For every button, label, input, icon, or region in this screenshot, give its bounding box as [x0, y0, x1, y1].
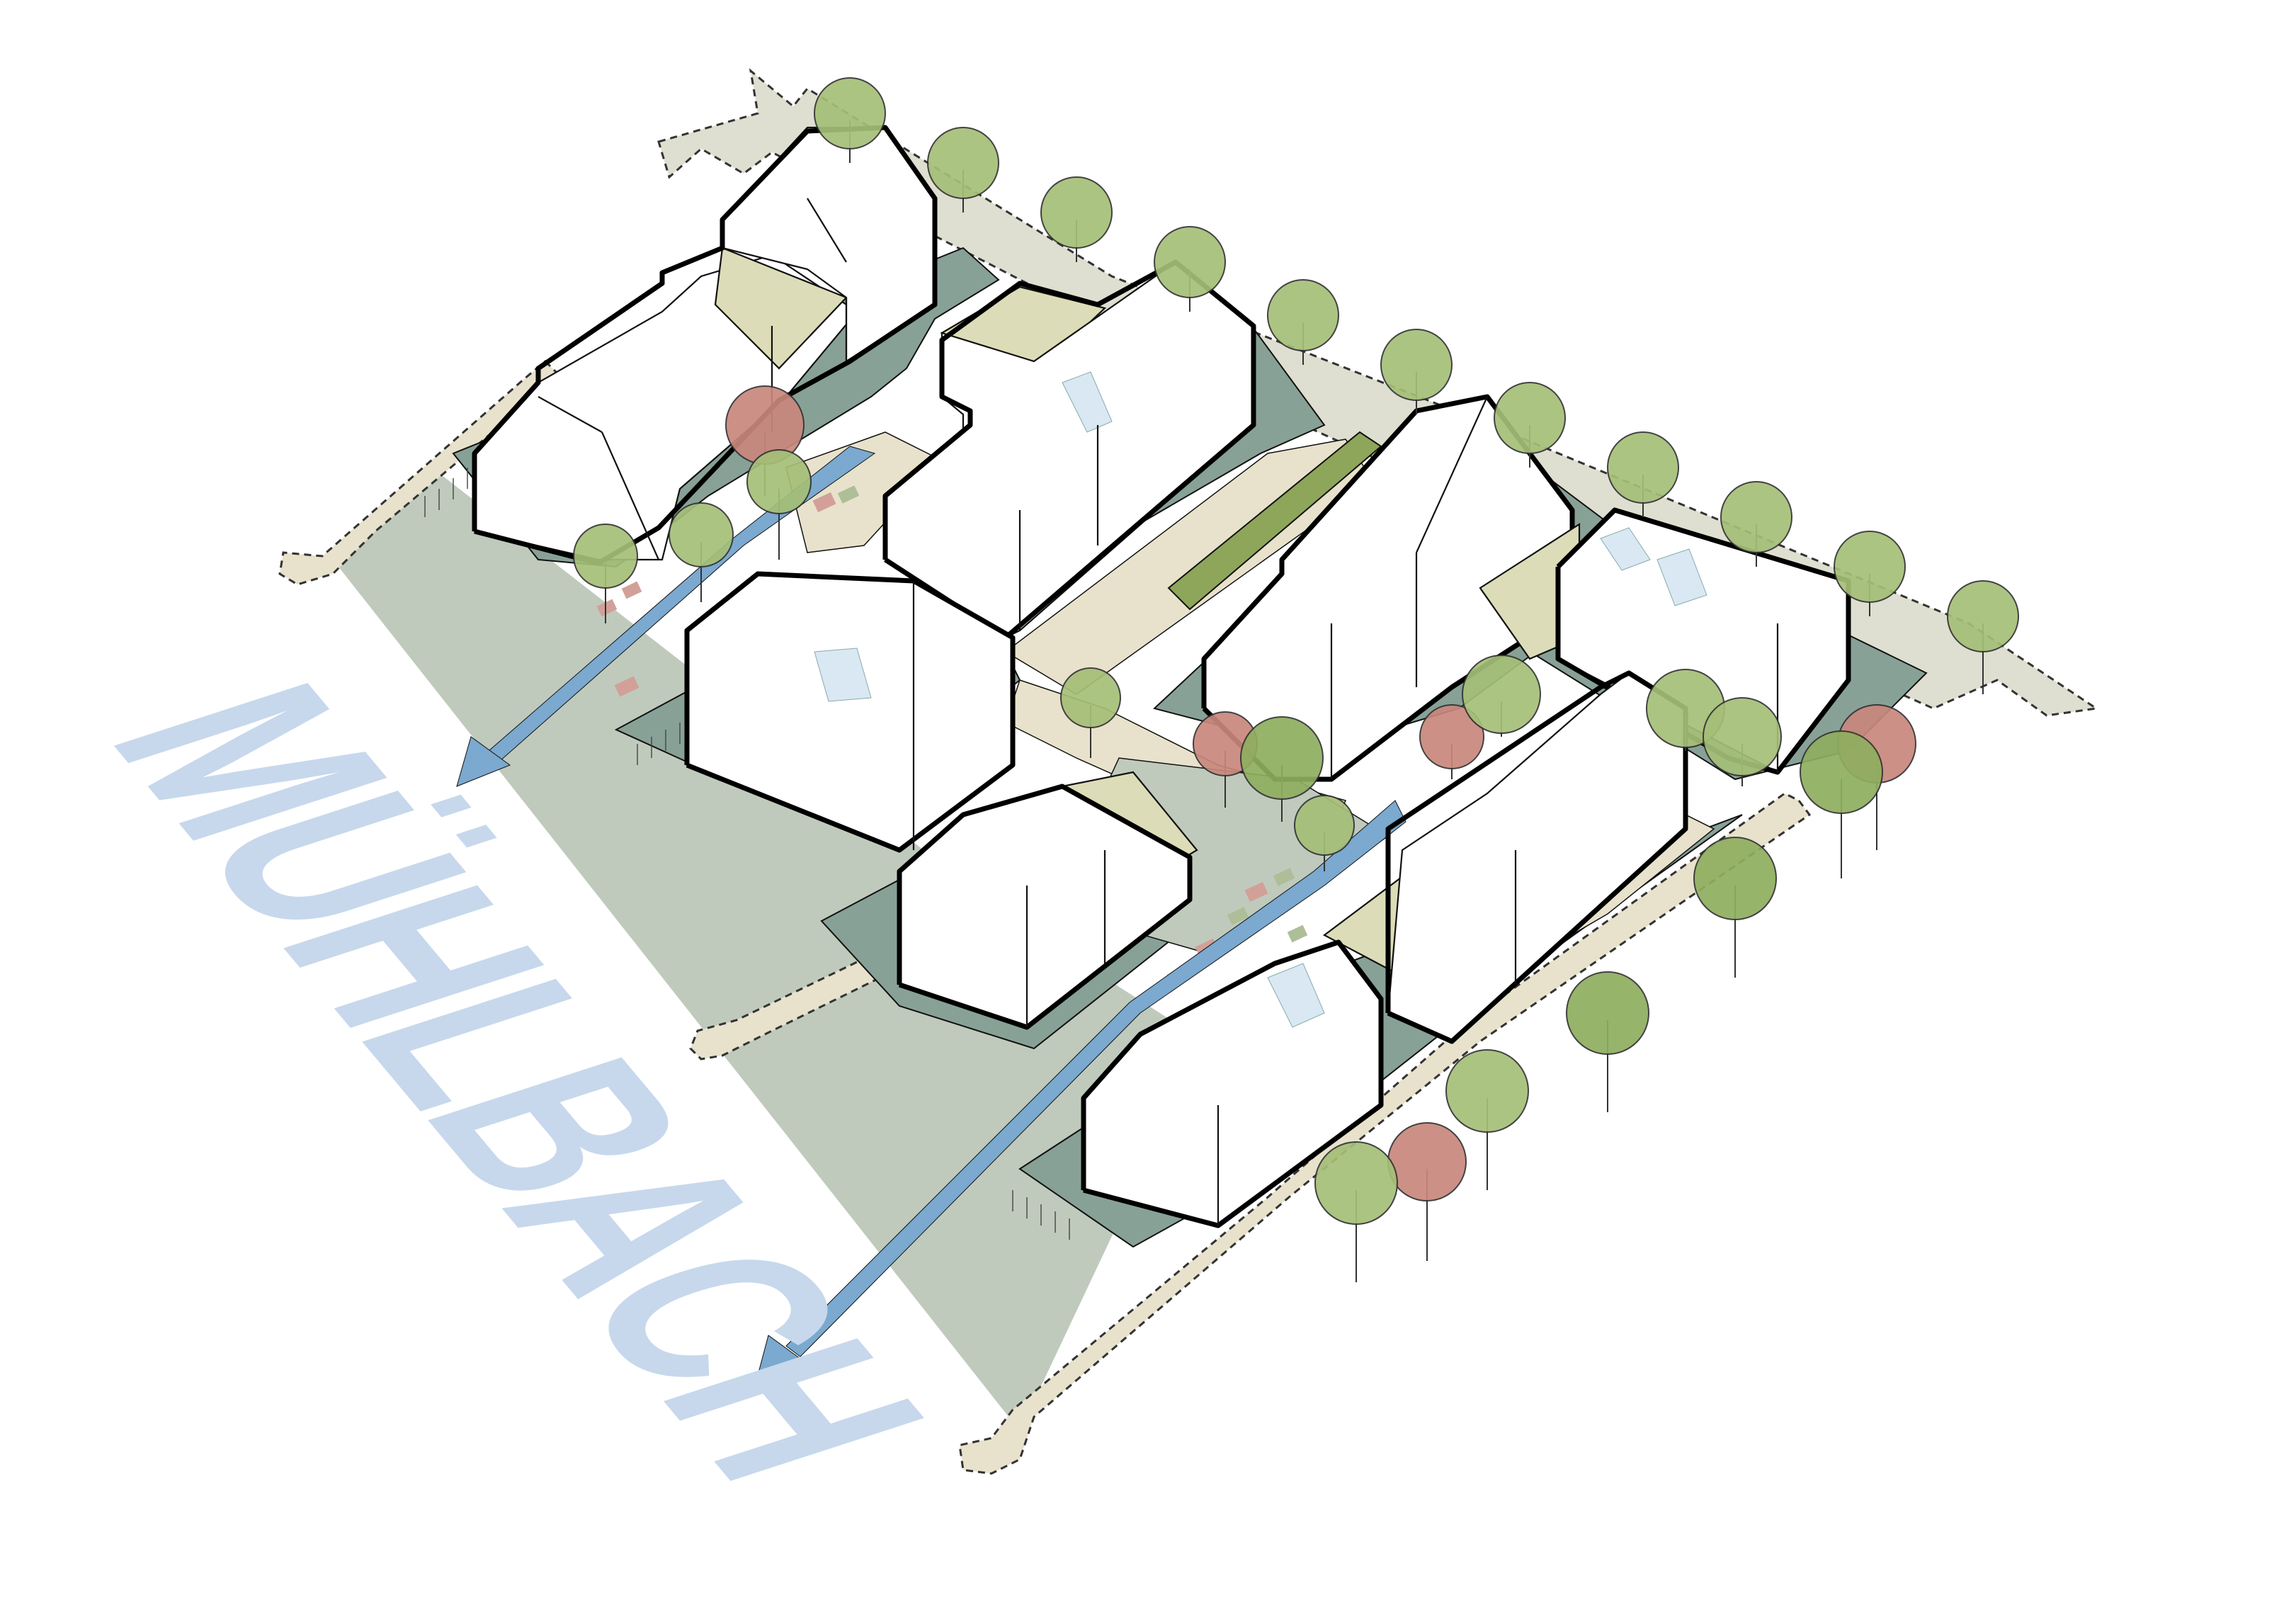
tree [1267, 279, 1339, 365]
tree [1703, 697, 1782, 786]
stream-arrow-south [754, 1335, 808, 1389]
terrace-roof [714, 247, 848, 370]
ridge-line [1415, 396, 1489, 553]
roof-outline [897, 784, 1193, 1030]
tree [669, 502, 734, 602]
paving-tile [837, 485, 860, 504]
west-path-arrow [278, 359, 562, 586]
tree [927, 127, 999, 213]
tree [1154, 226, 1226, 312]
building-s-small [897, 771, 1198, 1030]
skylight [1600, 527, 1651, 571]
tree [573, 524, 638, 623]
paving-tile [1227, 907, 1249, 925]
tree [1693, 837, 1777, 978]
paving-tile [1287, 924, 1308, 943]
tree [1314, 1141, 1398, 1282]
tree [1040, 176, 1113, 262]
paving-tile [614, 676, 640, 697]
tree [1834, 531, 1906, 616]
paving-tile [1244, 881, 1268, 903]
roof-outline [684, 571, 1016, 853]
ridge-line [807, 198, 847, 263]
stream-arrow-north [456, 736, 511, 787]
hedge-strip [1167, 431, 1382, 611]
building-n-row [882, 259, 1256, 640]
building-se-row [1322, 670, 1688, 1044]
stream-channels [456, 446, 1406, 1389]
tree [1445, 1049, 1529, 1190]
tree [1720, 481, 1792, 567]
paving-tile [812, 492, 836, 513]
building-center-large [684, 571, 1016, 853]
tree [1387, 1122, 1467, 1261]
skylight [1656, 548, 1707, 606]
tree [1607, 431, 1679, 517]
tree [1494, 382, 1566, 468]
roof-outline [1081, 939, 1384, 1228]
skylight [1062, 371, 1113, 433]
tree [746, 449, 812, 560]
ridge-line [538, 396, 603, 433]
roof-outline [1385, 670, 1688, 1044]
roof-outline [882, 259, 1256, 640]
paving-tile [621, 581, 642, 599]
paving-tile [1273, 868, 1295, 886]
building-south-corner [1081, 939, 1384, 1228]
fence-hatching [424, 436, 1070, 1240]
stream-channel-south [785, 800, 1406, 1357]
building-nw-pair [472, 125, 938, 566]
tree [814, 77, 886, 163]
skylight [1267, 963, 1325, 1028]
tree [1060, 667, 1121, 758]
tree [1947, 580, 2019, 694]
paving-tile [596, 599, 618, 617]
tree [1380, 329, 1453, 414]
tree [1462, 655, 1541, 737]
tree [1294, 795, 1355, 871]
roof-outline [1555, 507, 1851, 775]
tree [1566, 971, 1649, 1112]
building-e-block [1479, 507, 1851, 775]
skylight [814, 648, 872, 702]
tree [1800, 730, 1883, 878]
paving-tiles [596, 485, 1308, 985]
ridge-line [601, 431, 660, 560]
tree [1419, 704, 1484, 779]
street-trees [573, 77, 2019, 1282]
tree [1240, 716, 1324, 822]
